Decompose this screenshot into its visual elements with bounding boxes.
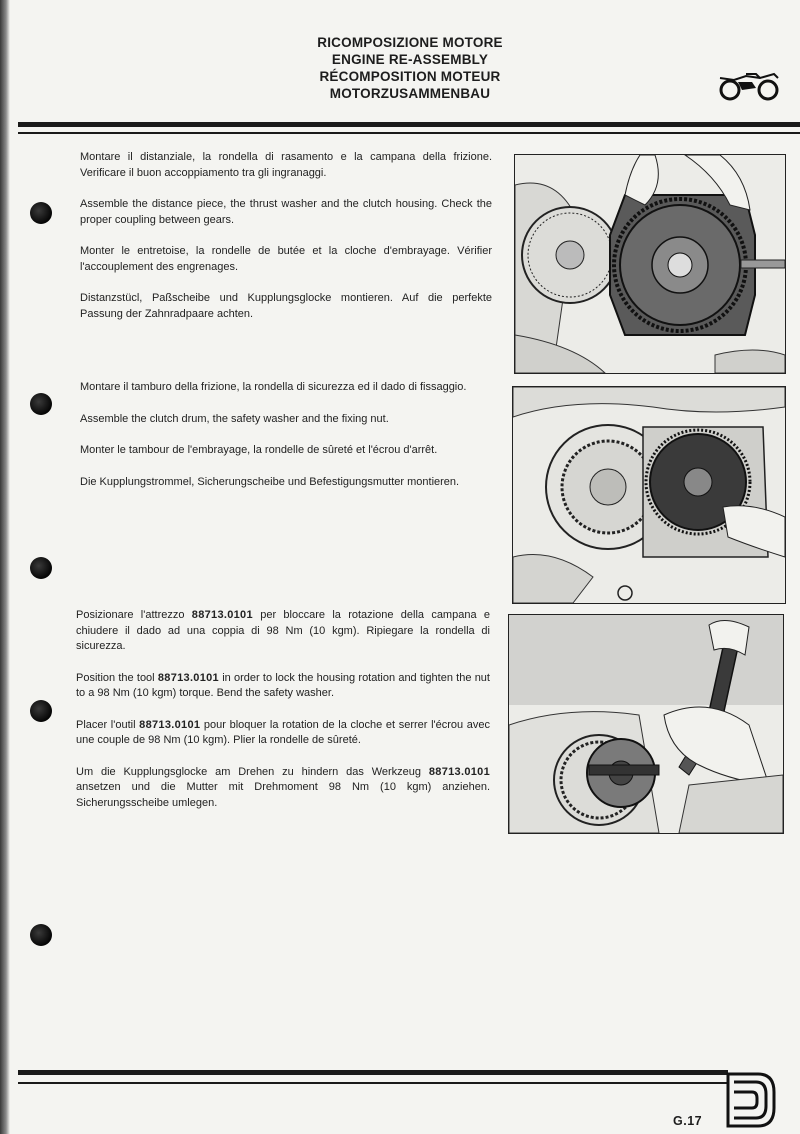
- paragraph-de: Die Kupplungstrommel, Sicherungscheibe u…: [80, 475, 460, 488]
- paragraph-fr: Placer l'outil 88713.0101 pour bloquer l…: [76, 718, 490, 747]
- paragraph-it: Posizionare l'attrezzo 88713.0101 per bl…: [76, 609, 490, 652]
- scan-edge-shadow: [0, 0, 10, 1134]
- paragraph-en: Assemble the distance piece, the thrust …: [80, 198, 492, 226]
- header-title-it: RICOMPOSIZIONE MOTORE: [317, 35, 503, 50]
- clutch-housing-illustration: [515, 155, 785, 373]
- binder-hole: [30, 557, 52, 579]
- header-title-fr: RÉCOMPOSITION MOTEUR: [319, 69, 501, 84]
- section-2-text: Montare il tamburo della frizione, la ro…: [80, 380, 492, 506]
- tool-code: 88713.0101: [428, 765, 490, 778]
- binder-hole: [30, 202, 52, 224]
- binder-hole: [30, 393, 52, 415]
- paragraph-it: Montare il distanziale, la rondella di r…: [80, 151, 492, 179]
- section-1-text: Montare il distanziale, la rondella di r…: [80, 150, 492, 338]
- page-header-titles: RICOMPOSIZIONE MOTORE ENGINE RE-ASSEMBLY…: [240, 34, 580, 102]
- paragraph-it: Montare il tamburo della frizione, la ro…: [80, 381, 467, 393]
- paragraph-en: Position the tool 88713.0101 in order to…: [76, 671, 490, 700]
- paragraph-de: Distanzstücl, Paßscheibe und Kupplungsgl…: [80, 292, 492, 320]
- paragraph-fr: Monter le tambour de l'embrayage, la ron…: [80, 444, 438, 456]
- footer-rule-thick: [18, 1070, 728, 1075]
- motorcycle-icon: [719, 72, 779, 101]
- section-3-text: Posizionare l'attrezzo 88713.0101 per bl…: [76, 608, 490, 827]
- paragraph-en: Assemble the clutch drum, the safety was…: [80, 412, 389, 425]
- torque-tool-illustration: [509, 615, 783, 833]
- header-title-en: ENGINE RE-ASSEMBLY: [331, 52, 489, 67]
- header-rule-thick: [18, 122, 800, 127]
- footer-rule-thin: [18, 1082, 728, 1084]
- paragraph-de: Um die Kupplungsglocke am Drehen zu hind…: [76, 765, 490, 809]
- header-rule-thin: [18, 132, 800, 134]
- binder-hole: [30, 700, 52, 722]
- figure-torque-tool: [508, 614, 784, 834]
- header-title-de: MOTORZUSAMMENBAU: [329, 86, 491, 101]
- figure-clutch-housing: [514, 154, 786, 374]
- clutch-drum-illustration: [513, 387, 785, 603]
- binder-hole: [30, 924, 52, 946]
- tool-code: 88713.0101: [191, 609, 253, 621]
- brand-logo-icon: [726, 1072, 776, 1128]
- tool-code: 88713.0101: [157, 671, 219, 684]
- figure-clutch-drum: [512, 386, 786, 604]
- tool-code: 88713.0101: [139, 718, 201, 731]
- page-number: G.17: [673, 1114, 703, 1128]
- paragraph-fr: Monter le entretoise, la rondelle de but…: [80, 245, 492, 273]
